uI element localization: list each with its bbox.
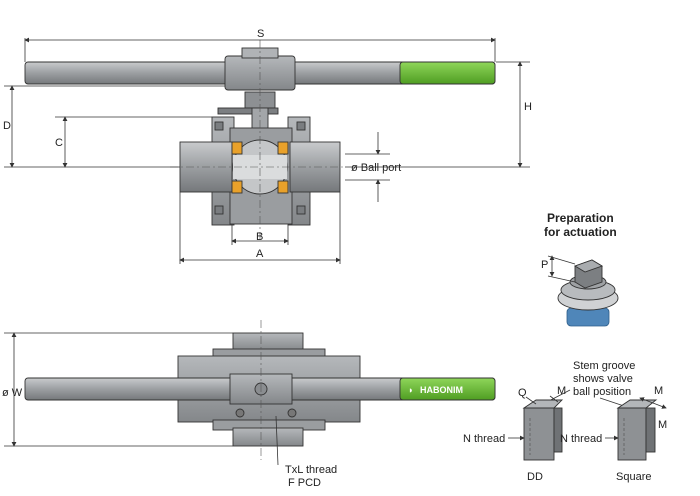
actuation-detail: Preparation for actuation P: [541, 211, 619, 327]
dimensions-top: S H D C ø Ball port B A: [3, 28, 532, 264]
dim-c-label: C: [55, 137, 63, 149]
dim-ball-port-label: ø Ball port: [351, 162, 401, 174]
seat-left: [231, 141, 243, 155]
stem-groove-note: Stem groove shows valve ball position: [542, 360, 635, 410]
dim-thread-label: TxL thread: [285, 464, 337, 476]
dd-thread-label: N thread: [463, 433, 505, 445]
dd-caption: DD: [527, 471, 543, 483]
square-caption: Square: [616, 471, 651, 483]
dim-h-label: H: [524, 101, 532, 113]
brand-mark-icon: ◗: [408, 385, 413, 395]
dd-stem-detail: Q M N thread DD: [463, 385, 566, 483]
stem-groove-line2: shows valve: [573, 373, 633, 385]
dim-pcd-label: F PCD: [288, 477, 321, 489]
seat-right: [277, 141, 289, 155]
square-stem-detail: M M N thread Square: [560, 385, 667, 483]
dim-w-label: ø W: [2, 387, 23, 399]
actuation-title-line1: Preparation: [547, 211, 614, 225]
handle-grip-bottom: [399, 377, 496, 401]
actuation-stem-blue: [566, 307, 610, 327]
body-top-plate: [232, 332, 304, 352]
stem-groove-line1: Stem groove: [573, 360, 635, 372]
dd-m-label: M: [557, 385, 566, 397]
handle-grip: [399, 61, 496, 85]
square-m2-label: M: [658, 419, 667, 431]
square-thread-label: N thread: [560, 433, 602, 445]
dim-s-label: S: [257, 28, 264, 40]
dim-b-label: B: [256, 231, 263, 243]
stem-groove-line3: ball position: [573, 386, 631, 398]
dimensions-bottom: ø W TxL thread F PCD: [2, 332, 337, 489]
dd-q-label: Q: [518, 387, 527, 399]
actuation-title-line2: for actuation: [544, 225, 617, 239]
brand-logo-text: HABONIM: [420, 385, 463, 395]
square-m1-label: M: [654, 385, 663, 397]
dim-p-label: P: [541, 259, 548, 271]
dim-d-label: D: [3, 120, 11, 132]
dim-a-label: A: [256, 248, 264, 260]
top-view: [24, 40, 496, 240]
bottom-view: HABONIM ◗: [24, 320, 496, 460]
